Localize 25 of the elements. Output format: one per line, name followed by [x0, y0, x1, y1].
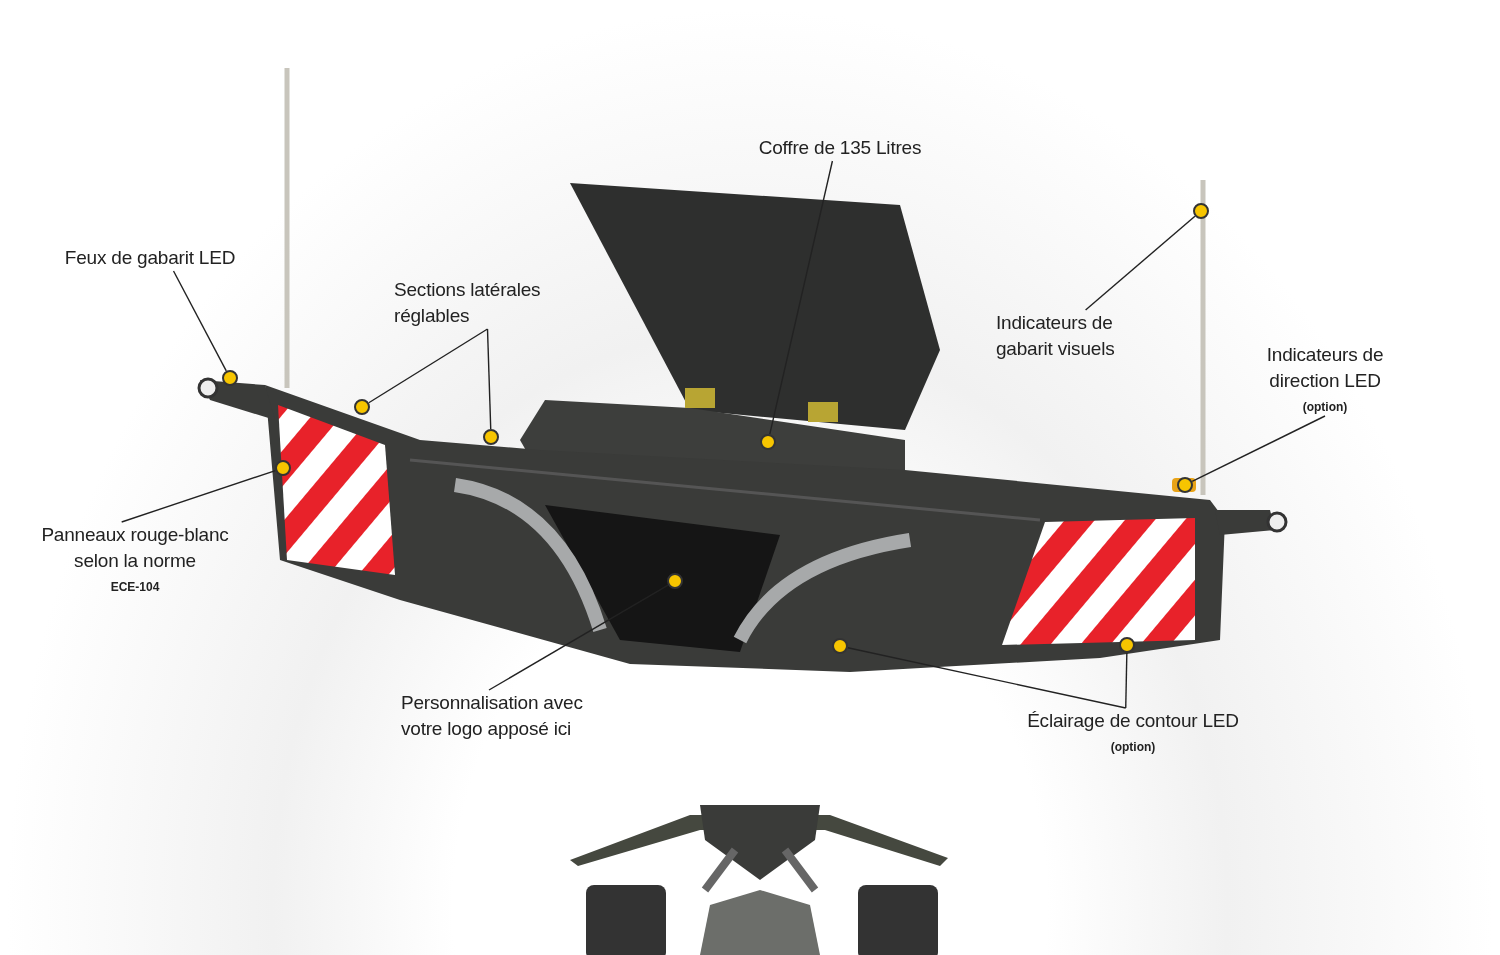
callout-label: Sections latérales réglables — [394, 278, 542, 328]
option-note: (option) — [1302, 399, 1348, 416]
leader-line — [847, 647, 1127, 709]
leader-line — [368, 328, 489, 404]
callout-dot — [354, 399, 370, 415]
callout-label: Panneaux rouge-blanc selon la norme — [40, 523, 230, 573]
callout-label: Coffre de 135 Litres — [758, 136, 922, 160]
leader-line — [1191, 415, 1326, 483]
callout-label: Personnalisation avec votre logo apposé ici — [401, 691, 584, 741]
leader-line — [172, 270, 227, 372]
leader-line — [1125, 652, 1128, 709]
leader-line — [486, 328, 492, 430]
callout-label: Indicateurs de direction LED — [1265, 343, 1385, 393]
option-note: (option) — [1110, 739, 1156, 756]
leader-line — [488, 584, 669, 691]
callout-label: Éclairage de contour LED — [1027, 709, 1239, 733]
callout-dot — [1177, 477, 1193, 493]
callout-dot — [222, 370, 238, 386]
callout-dot — [483, 429, 499, 445]
leader-line — [1084, 215, 1196, 311]
callout-dot — [1193, 203, 1209, 219]
leader-line — [769, 160, 834, 435]
callout-note: ECE-104 — [110, 579, 160, 596]
callout-label: Feux de gabarit LED — [64, 246, 236, 270]
callout-label: Indicateurs de gabarit visuels — [996, 311, 1116, 361]
